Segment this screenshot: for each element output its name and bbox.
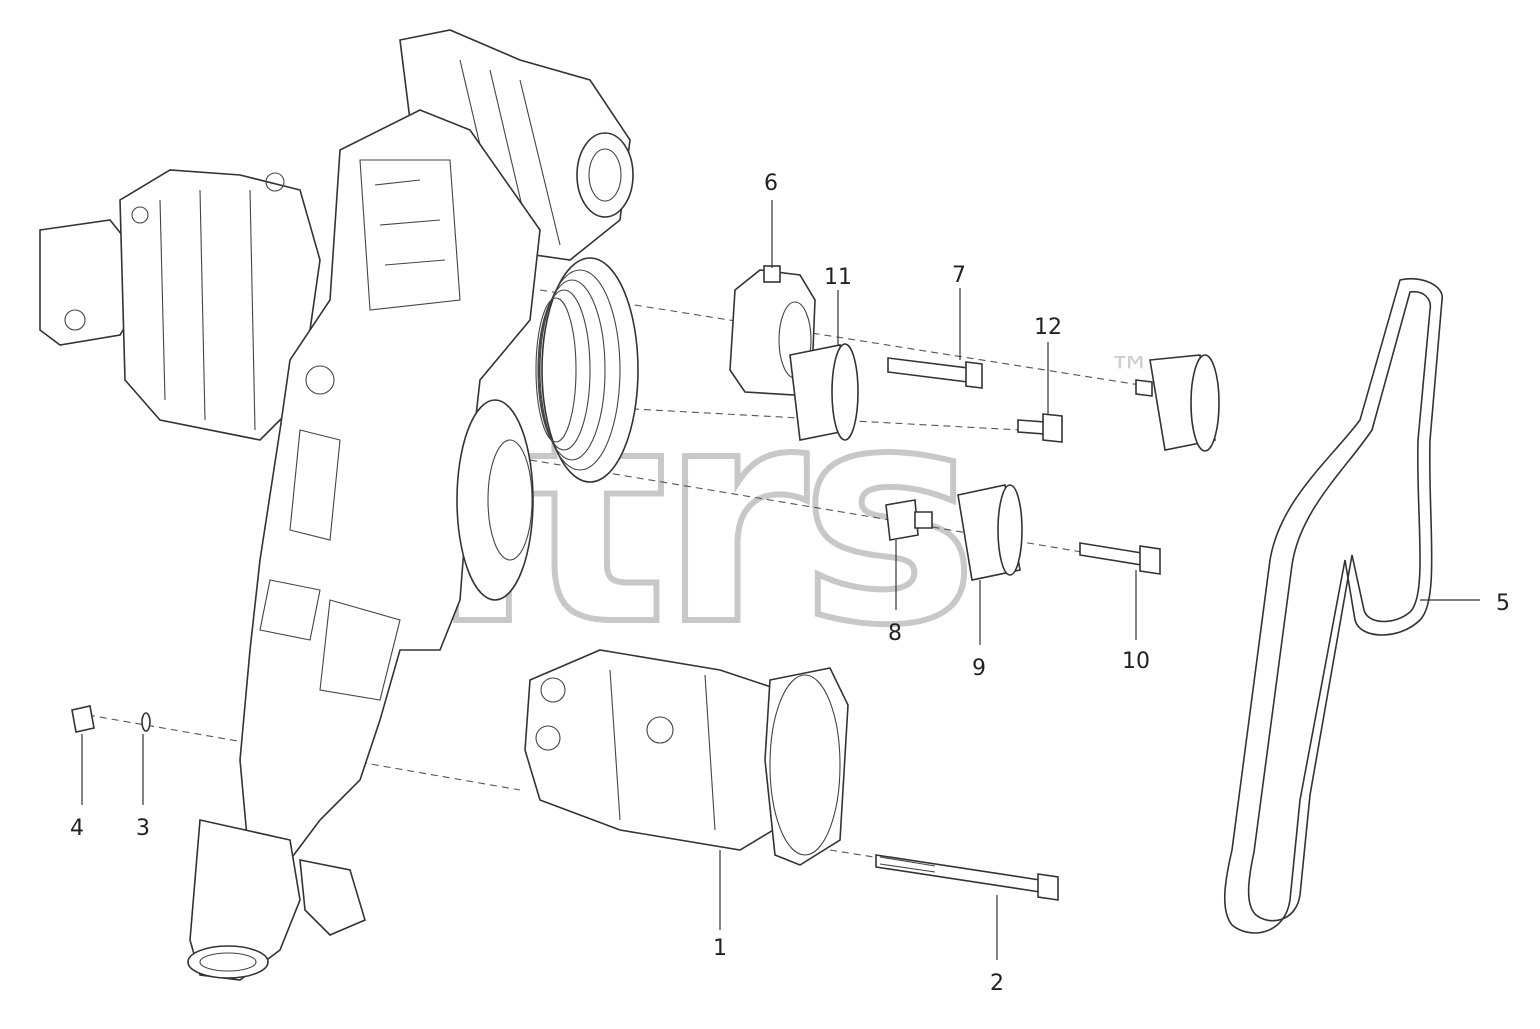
callout-5: 5 [1496, 591, 1510, 616]
callout-labels: 1 2 3 4 5 6 7 8 9 10 11 12 [70, 171, 1510, 996]
callout-8: 8 [888, 621, 902, 646]
crankshaft-pulley [535, 257, 639, 483]
callout-10: 10 [1122, 649, 1150, 674]
part-9-tensioner-pulley [957, 484, 1023, 581]
callout-11: 11 [824, 265, 852, 290]
callout-7: 7 [952, 263, 966, 288]
callout-1: 1 [713, 936, 727, 961]
engine-block-assembly [39, 29, 634, 981]
callout-12: 12 [1034, 315, 1062, 340]
part-5-serpentine-belt [1223, 278, 1443, 934]
part-4-nut [71, 705, 95, 733]
part-10-bolt [1079, 542, 1161, 575]
callout-3: 3 [136, 816, 150, 841]
part-3-washer [141, 712, 151, 732]
callout-2: 2 [990, 971, 1004, 996]
part-12-small-bolt [1017, 413, 1063, 443]
part-8-spacer-bolt [885, 499, 933, 541]
part-2-long-bolt [875, 854, 1059, 901]
part-1-ac-compressor [524, 649, 849, 866]
callout-4: 4 [70, 816, 84, 841]
part-11-idler-pulley [789, 343, 859, 441]
upper-idler-pulley [1135, 354, 1220, 452]
leader-lines [81, 200, 1480, 960]
part-7-long-bolt [887, 357, 983, 389]
callout-9: 9 [972, 656, 986, 681]
callout-6: 6 [764, 171, 778, 196]
